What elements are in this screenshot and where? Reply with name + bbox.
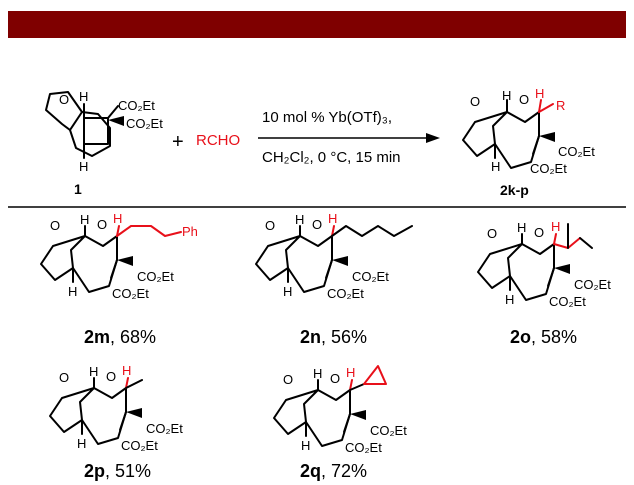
2o-ester-1: CO₂Et bbox=[574, 277, 611, 292]
2m-h-bottom: H bbox=[68, 284, 77, 299]
2p-caption: 2p, 51% bbox=[84, 461, 151, 481]
2p-oxygen-1: O bbox=[59, 370, 69, 385]
reaction-arrow bbox=[258, 133, 440, 143]
2o-h-top: H bbox=[517, 220, 526, 235]
substrate-ester-2: CO₂Et bbox=[126, 116, 163, 131]
plus-sign: + bbox=[172, 131, 184, 153]
2m-ester-1: CO₂Et bbox=[137, 269, 174, 284]
2n-caption: 2n, 56% bbox=[300, 327, 367, 347]
product-oxygen-2: O bbox=[519, 92, 529, 107]
2m-oxygen-2: O bbox=[97, 217, 107, 232]
2q-h-bottom: H bbox=[301, 438, 310, 453]
2p-ester-1: CO₂Et bbox=[146, 421, 183, 436]
product-oxygen-1: O bbox=[470, 94, 480, 109]
product-h-red: H bbox=[535, 86, 544, 101]
product-ester-1: CO₂Et bbox=[558, 144, 595, 159]
2o-h-red: H bbox=[551, 219, 560, 234]
product-h-top: H bbox=[502, 88, 511, 103]
2m-oxygen-1: O bbox=[50, 218, 60, 233]
2n-oxygen-1: O bbox=[265, 218, 275, 233]
product-ester-2: CO₂Et bbox=[530, 161, 567, 176]
2q-oxygen-1: O bbox=[283, 372, 293, 387]
product-2p bbox=[49, 377, 143, 445]
2p-ester-2: CO₂Et bbox=[121, 438, 158, 453]
2o-oxygen-2: O bbox=[534, 225, 544, 240]
substrate-h-bottom: H bbox=[79, 159, 88, 174]
2p-oxygen-2: O bbox=[106, 369, 116, 384]
2m-phenyl: Ph bbox=[182, 224, 198, 239]
reagent-rcho: RCHO bbox=[196, 132, 240, 149]
2o-oxygen-1: O bbox=[487, 226, 497, 241]
substrate-oxygen: O bbox=[59, 92, 69, 107]
substrate-h-top: H bbox=[79, 89, 88, 104]
2p-h-top: H bbox=[89, 364, 98, 379]
product-2o bbox=[477, 223, 593, 301]
2q-ester-1: CO₂Et bbox=[370, 423, 407, 438]
conditions-line-2: CH₂Cl₂, 0 °C, 15 min bbox=[262, 149, 401, 166]
2m-ester-2: CO₂Et bbox=[112, 286, 149, 301]
2p-h-red: H bbox=[122, 363, 131, 378]
2n-ester-1: CO₂Et bbox=[352, 269, 389, 284]
substrate-1: O H H CO₂Et CO₂Et 1 bbox=[45, 89, 163, 197]
2o-h-bottom: H bbox=[505, 292, 514, 307]
product-label: 2k-p bbox=[500, 182, 529, 198]
2q-ester-2: CO₂Et bbox=[345, 440, 382, 455]
2q-h-red: H bbox=[346, 365, 355, 380]
2q-h-top: H bbox=[313, 366, 322, 381]
2n-oxygen-2: O bbox=[312, 217, 322, 232]
product-2q bbox=[273, 365, 387, 447]
product-h-bottom: H bbox=[491, 159, 500, 174]
2m-h-red: H bbox=[113, 211, 122, 226]
product-r-group: R bbox=[556, 98, 565, 113]
2p-h-bottom: H bbox=[77, 436, 86, 451]
2m-caption: 2m, 68% bbox=[84, 327, 156, 347]
2n-h-top: H bbox=[295, 212, 304, 227]
2m-h-top: H bbox=[80, 212, 89, 227]
2o-caption: 2o, 58% bbox=[510, 327, 577, 347]
conditions-line-1: 10 mol % Yb(OTf)₃, bbox=[262, 109, 392, 126]
substrate-ester-1: CO₂Et bbox=[118, 98, 155, 113]
2n-h-red: H bbox=[328, 211, 337, 226]
2n-ester-2: CO₂Et bbox=[327, 286, 364, 301]
product-2n bbox=[255, 225, 413, 293]
2q-oxygen-2: O bbox=[330, 371, 340, 386]
2n-h-bottom: H bbox=[283, 284, 292, 299]
2o-ester-2: CO₂Et bbox=[549, 294, 586, 309]
title-banner bbox=[8, 11, 626, 38]
2q-caption: 2q, 72% bbox=[300, 461, 367, 481]
product-2m bbox=[40, 225, 182, 293]
product-2k-p bbox=[462, 99, 555, 169]
substrate-label: 1 bbox=[74, 181, 82, 197]
